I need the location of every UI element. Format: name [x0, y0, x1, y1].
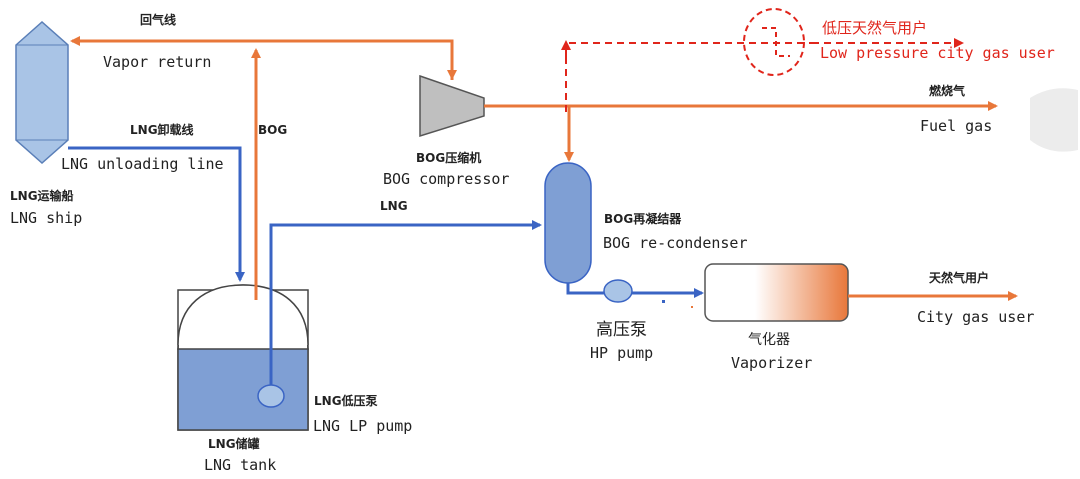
fuel-gas-cn-label: 燃烧气 [929, 84, 966, 98]
vapor-return-cn-label: 回气线 [140, 13, 177, 27]
background-blob [1030, 88, 1078, 152]
hp-dot-a [662, 300, 665, 303]
bog-compressor-en-label: BOG compressor [383, 170, 510, 188]
hp-dot-b [691, 306, 693, 308]
bog-label: BOG [258, 123, 288, 137]
low-pressure-user-cn-label: 低压天然气用户 [822, 19, 928, 37]
lng-ship-cn-label: LNG运输船 [10, 189, 74, 203]
hp-line [566, 283, 605, 295]
lng-unloading-cn-label: LNG卸载线 [130, 123, 194, 137]
lng-lp-line [269, 220, 542, 385]
lng-ship [15, 20, 69, 165]
lng-ship-en-label: LNG ship [10, 209, 83, 227]
low-pressure-branch-symbol [762, 27, 790, 57]
lng-lp-pump [257, 384, 285, 408]
tank-en-label: LNG tank [204, 456, 277, 474]
lp-pump-en-label: LNG LP pump [313, 417, 413, 435]
lp-pump-cn-label: LNG低压泵 [314, 394, 378, 408]
hp-pump-en-label: HP pump [590, 344, 654, 362]
vaporizer-en-label: Vaporizer [731, 354, 813, 372]
low-pressure-line [565, 42, 812, 112]
vaporizer-cn-label: 气化器 [748, 332, 790, 348]
recondenser-cn-label: BOG再凝结器 [604, 212, 682, 226]
city-gas-user-cn-label: 天然气用户 [929, 271, 990, 285]
lng-tank-dome-top [177, 284, 309, 346]
hp-pump [603, 279, 633, 303]
hp-pump-cn-label: 高压泵 [596, 320, 647, 340]
tank-cn-label: LNG储罐 [208, 437, 260, 451]
low-pressure-highlight-circle [743, 8, 805, 76]
bog-compressor-cn-label: BOG压缩机 [416, 151, 482, 165]
lng-unloading-line [68, 146, 245, 282]
bog-recondenser [544, 162, 592, 284]
city-gas-user-en-label: City gas user [917, 308, 1035, 326]
lng-tank-liquid [177, 348, 309, 431]
vapor-return-en-label: Vapor return [103, 53, 212, 71]
lng-unloading-en-label: LNG unloading line [61, 155, 224, 173]
recondenser-en-label: BOG re-condenser [603, 234, 748, 252]
bog-compressor [419, 74, 485, 138]
lng-label: LNG [380, 199, 408, 213]
vaporizer [704, 263, 849, 322]
fuel-gas-en-label: Fuel gas [920, 117, 993, 135]
low-pressure-user-en-label: Low pressure city gas user [820, 44, 1055, 62]
